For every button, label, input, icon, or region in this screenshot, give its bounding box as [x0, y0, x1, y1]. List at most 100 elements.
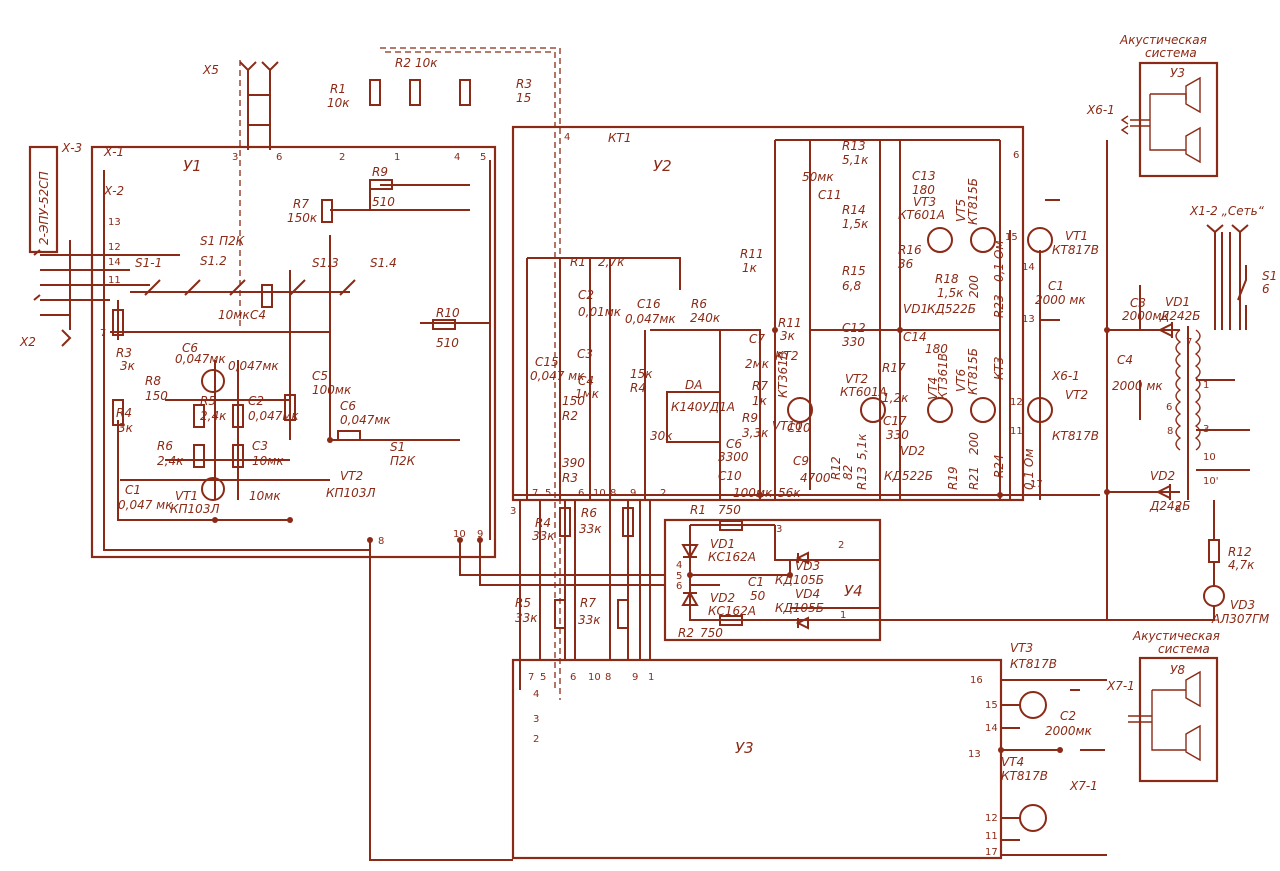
u2-c15: C15 [535, 355, 559, 369]
u2-r19: R18 [935, 272, 959, 286]
u1-r2-value: 10к [415, 56, 438, 70]
u1-r4-label: C3 [252, 439, 268, 453]
svg-text:7: 7 [100, 328, 106, 339]
svg-text:4: 4 [676, 560, 682, 571]
svg-text:13: 13 [1022, 314, 1035, 325]
u1-r3-label: R3 [516, 77, 532, 91]
mains-cord [1206, 224, 1249, 330]
u2-c10-value: 100мк [733, 486, 773, 500]
svg-text:8: 8 [610, 488, 616, 499]
svg-text:14: 14 [108, 257, 121, 268]
u2-r17-value: 36 [898, 257, 914, 271]
u3-vt3-transistor [1019, 691, 1047, 719]
u2-vd2: VD2 [900, 444, 925, 458]
u2-r14-value: 5,1к [842, 153, 869, 167]
u1-c1-label: R8 [145, 374, 161, 388]
speaker-top-connector: Х6-1 [1086, 103, 1115, 117]
u2-r24-value: 0,1 Ом [1022, 449, 1036, 490]
u1-r3b-label: C2 [248, 394, 264, 408]
u1-r2b-label: R6 [157, 439, 173, 453]
u4-vd2: VD2 [710, 591, 735, 605]
svg-text:6: 6 [276, 152, 282, 163]
svg-text:11: 11 [1010, 426, 1023, 437]
u2-vt6-value: КТ815Б [966, 348, 980, 395]
speaker-top-title: Акустическая [1119, 33, 1207, 47]
u3-vt3-value: КТ817В [1010, 657, 1057, 671]
u1-s14-label: S1.4 [370, 256, 397, 270]
svg-text:10: 10 [588, 672, 601, 683]
svg-text:13: 13 [108, 217, 121, 228]
u1-c4-value: 10мк [249, 489, 281, 503]
speaker-top-block: У3 [1170, 66, 1185, 80]
block-u3 [511, 658, 1003, 860]
u2-r4-value: 15к [630, 367, 653, 381]
u1-s11-label: S1-1 [135, 256, 162, 270]
svg-text:7: 7 [1186, 337, 1192, 348]
u1-wiring [70, 160, 665, 861]
svg-text:10: 10 [1203, 452, 1216, 463]
u2-r18: R17 [882, 361, 906, 375]
u4-vd1-value: КС162А [708, 550, 756, 564]
u2-r15: R14 [842, 203, 866, 217]
u2-c14-value: 180 [925, 342, 948, 356]
svg-text:16: 16 [970, 675, 983, 686]
psu-vd2-label: VD2 [1150, 469, 1175, 483]
block-u2-label: У2 [653, 157, 672, 175]
u2-c2-value: 0,01мк [578, 305, 622, 319]
u2-c15-value: 0,047 мк [530, 369, 585, 383]
u3-vt3: VT3 [1010, 641, 1033, 655]
u2-c3: C3 [577, 347, 593, 361]
svg-text:15: 15 [985, 700, 998, 711]
u1-c1-value: 150 [145, 389, 168, 403]
psu-vd1-label: VD1 [1165, 295, 1190, 309]
svg-text:12: 12 [985, 813, 998, 824]
u4-c1: C1 [748, 575, 764, 589]
kt1-label: КТ1 [608, 131, 631, 145]
u2-c16: C16 [637, 297, 661, 311]
speaker-top-subtitle: система [1145, 46, 1197, 60]
u2-c2: C2 [578, 288, 594, 302]
u2-vt2b: VT2 [845, 372, 868, 386]
mains-connector-label: Х1-2 „Сеть“ [1189, 204, 1265, 218]
u1-r10-label: R10 [436, 306, 460, 320]
u2-r3: R3 [562, 471, 578, 485]
svg-text:4: 4 [454, 152, 460, 163]
u2-r1: R1 [570, 255, 586, 269]
u2-r7: R7 [752, 379, 768, 393]
u1-r7-label: R7 [293, 197, 309, 211]
u1-r8-label: C6 [340, 399, 356, 413]
u1-r12-value: 3к [118, 421, 134, 435]
u1-r4-value: 10мк [252, 454, 284, 468]
svg-text:1: 1 [840, 610, 846, 621]
u1-vt1-value: 0,047мк [175, 352, 226, 366]
svg-text:7: 7 [532, 488, 538, 499]
u2-c6-value: 3300 [718, 450, 749, 464]
block-u4 [663, 518, 882, 642]
svg-text:15: 15 [1005, 232, 1018, 243]
u2-vt2-value: КТ817В [1052, 429, 1099, 443]
u2-r22: R21 [967, 466, 981, 490]
u2-r15-value: 1,5к [842, 217, 869, 231]
u4-r1-value: 750 [718, 503, 741, 517]
u1-c5-value: КП103Л [326, 486, 375, 500]
ctrl-r6: R6 [581, 506, 597, 520]
u2-vt1-value: КТ817В [1052, 243, 1099, 257]
psu-vd3-label: VD3 [1230, 598, 1255, 612]
psu-r12-value: 4,7к [1228, 558, 1255, 572]
u2-r23: R23 [992, 294, 1006, 318]
u4-zener-vd2 [681, 591, 699, 606]
u2-c1-value: 2000 мк [1035, 293, 1086, 307]
psu-vd1-value: Д242Б [1159, 309, 1201, 323]
u1-c3-value: 0,047мк [228, 359, 279, 373]
u2-r2: R2 [562, 409, 578, 423]
svg-text:8: 8 [378, 536, 384, 547]
u3-vt4-transistor [1019, 804, 1047, 832]
u2-r6: R6 [691, 297, 707, 311]
u2-r19-value: 1,5к [937, 286, 964, 300]
u2-r3-value: 390 [562, 456, 585, 470]
conn-x3-label: Х-3 [61, 141, 82, 155]
psu-c3-value: 2000мк [1122, 309, 1170, 323]
svg-text:8: 8 [605, 672, 611, 683]
u2-c16-value: 0,047мк [625, 312, 676, 326]
u2-r9-value: 3,3к [742, 426, 769, 440]
